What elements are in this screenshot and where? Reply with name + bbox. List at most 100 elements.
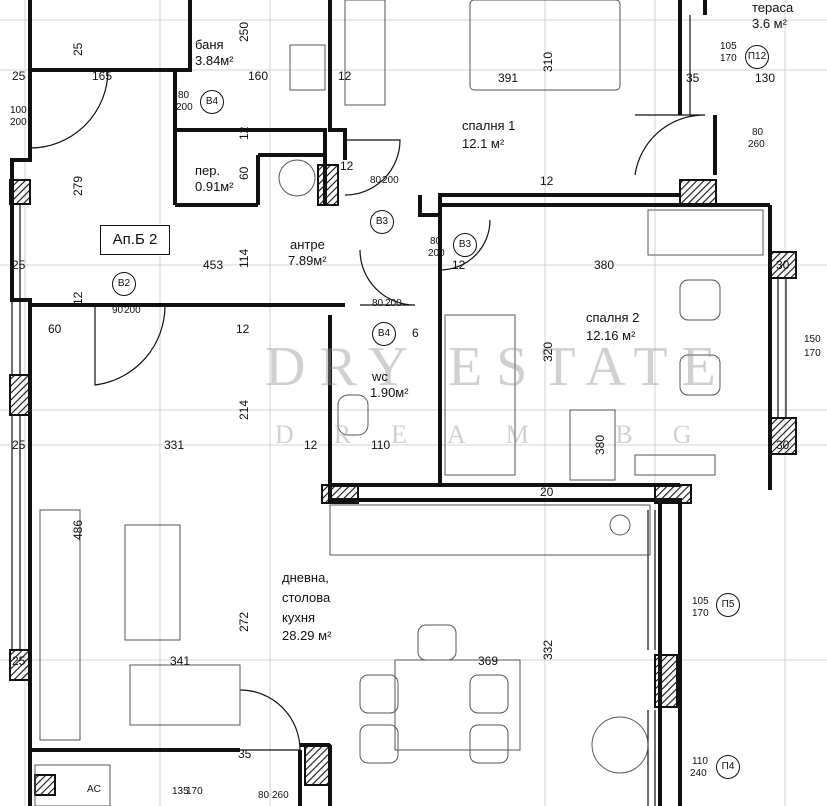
door-swings	[29, 69, 706, 751]
dimension-label: 25	[71, 42, 85, 56]
dimension-label: 20	[540, 485, 554, 499]
opening-height: 200	[10, 117, 27, 128]
dimension-label: 12	[236, 322, 250, 336]
dimension-label: 35	[686, 71, 700, 85]
opening-height: 240	[690, 768, 707, 779]
watermark-line2: DREAM BG	[275, 420, 732, 449]
dimension-label: 12	[237, 126, 251, 140]
dimension-label: 165	[92, 69, 113, 83]
dimension-label: 25	[12, 654, 26, 668]
dimension-label: 60	[237, 166, 251, 180]
terrace-name: тераса	[752, 0, 794, 15]
opening-width: 80	[258, 790, 270, 801]
dimension-label: 380	[593, 434, 607, 455]
dimension-label: 12	[340, 159, 354, 173]
dimension-label: 30	[776, 258, 790, 272]
dimension-label: 320	[541, 341, 555, 362]
storage-name: пер.	[195, 163, 221, 178]
door-tag: B2	[112, 272, 136, 296]
opening-width: 100	[10, 105, 27, 116]
ac-unit-label: AC	[87, 784, 101, 795]
bath-area: 3.84м²	[195, 53, 234, 68]
bedroom1-area: 12.1 м²	[462, 136, 505, 151]
window-tag: П4	[716, 755, 740, 779]
opening-width: 110	[692, 756, 708, 767]
apartment-label: Ап.Б 2	[100, 225, 170, 255]
dimension-label: 12	[71, 291, 85, 305]
dimension-label: 391	[498, 71, 519, 85]
opening-height: 170	[804, 348, 821, 359]
dimension-label: 25	[12, 438, 26, 452]
bedroom2-name: спалня 2	[586, 310, 640, 325]
hall-area: 7.89м²	[288, 253, 327, 268]
dimension-label: 12	[338, 69, 352, 83]
opening-height: 170	[186, 786, 203, 797]
opening-height: 200	[428, 248, 445, 259]
dimension-label: 310	[541, 51, 555, 72]
opening-width: 80	[370, 175, 382, 186]
bedroom1-name: спалня 1	[462, 118, 516, 133]
dimension-label: 12	[540, 174, 554, 188]
dimension-label: 331	[164, 438, 185, 452]
window-tag: П5	[716, 593, 740, 617]
door-tag: B3	[370, 210, 394, 234]
dimension-label: 6	[412, 326, 419, 340]
opening-height: 170	[720, 53, 737, 64]
dimension-label: 12	[452, 258, 466, 272]
dimension-label: 380	[594, 258, 615, 272]
living-line2: столова	[282, 590, 331, 605]
dimension-label: 272	[237, 611, 251, 632]
dimension-label: 160	[248, 69, 269, 83]
door-tag: B4	[200, 90, 224, 114]
opening-width: 135	[172, 786, 189, 797]
dimension-label: 332	[541, 639, 555, 660]
wc-name: wc	[372, 369, 388, 384]
living-line1: дневна,	[282, 570, 329, 585]
opening-width: 150	[804, 334, 821, 345]
opening-height: 200	[176, 102, 193, 113]
opening-height: 170	[692, 608, 709, 619]
window-frames	[11, 15, 787, 806]
bedroom2-area: 12.16 м²	[586, 328, 636, 343]
opening-height: 200	[385, 298, 402, 309]
dimension-label: 30	[776, 438, 790, 452]
opening-height: 200	[124, 305, 141, 316]
dimension-label: 279	[71, 175, 85, 196]
dimension-label: 369	[478, 654, 499, 668]
opening-width: 90	[112, 305, 124, 316]
living-area: 28.29 м²	[282, 628, 332, 643]
dimension-label: 110	[371, 438, 391, 452]
dimension-label: 341	[170, 654, 191, 668]
dimension-label: 453	[203, 258, 224, 272]
opening-height: 200	[382, 175, 399, 186]
opening-width: 105	[692, 596, 709, 607]
door-tag: B3	[453, 233, 477, 257]
opening-height: 260	[748, 139, 765, 150]
dimension-label: 486	[71, 519, 85, 540]
opening-width: 80	[178, 90, 190, 101]
watermark-line1: DRY ESTATE	[265, 336, 730, 398]
dimension-label: 214	[237, 399, 251, 420]
bath-name: баня	[195, 37, 224, 52]
opening-width: 80	[372, 298, 384, 309]
hall-name: антре	[290, 237, 325, 252]
wc-area: 1.90м²	[370, 385, 409, 400]
dimension-label: 25	[12, 258, 26, 272]
opening-width: 80	[752, 127, 764, 138]
dimension-label: 130	[755, 71, 776, 85]
dimension-label: 25	[12, 69, 26, 83]
opening-width: 80	[430, 236, 442, 247]
storage-area: 0.91м²	[195, 179, 234, 194]
dimension-label: 35	[238, 747, 252, 761]
opening-width: 105	[720, 41, 737, 52]
door-tag: B4	[372, 322, 396, 346]
window-tag: П12	[745, 45, 769, 69]
living-line3: кухня	[282, 610, 316, 625]
terrace-area: 3.6 м²	[752, 16, 787, 31]
dimension-label: 250	[237, 21, 251, 42]
dimension-label: 60	[48, 322, 62, 336]
dimension-label: 12	[304, 438, 318, 452]
dimension-label: 114	[237, 248, 251, 268]
